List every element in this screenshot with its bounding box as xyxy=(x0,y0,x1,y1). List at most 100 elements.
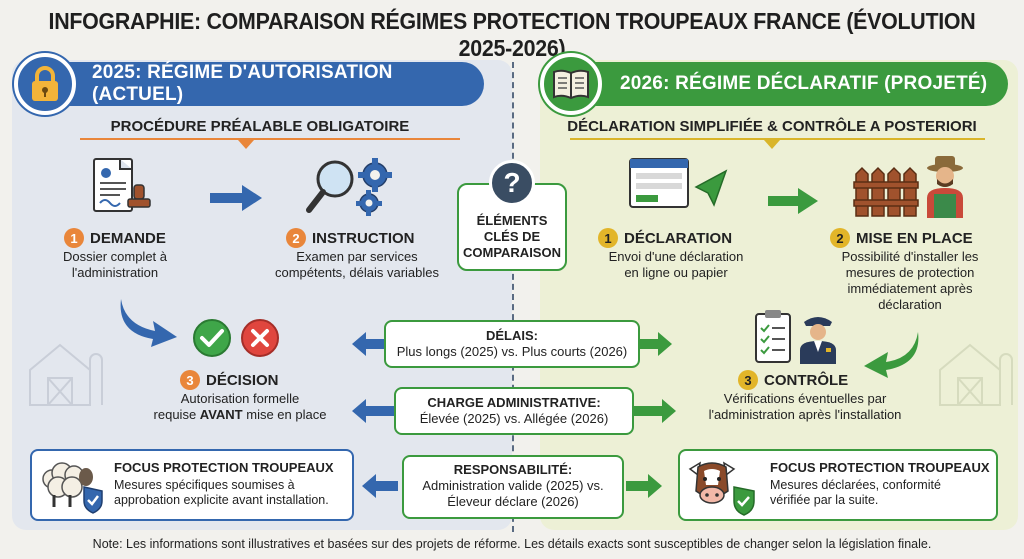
step-number: 1 xyxy=(598,228,618,248)
desc-line: Dossier complet à xyxy=(62,249,168,264)
comparison-charge: CHARGE ADMINISTRATIVE: Élevée (2025) vs.… xyxy=(394,387,634,435)
subtitle-underline xyxy=(80,138,460,140)
key-elements-label: ÉLÉMENTS CLÉS DE COMPARAISON xyxy=(457,213,567,261)
arrow-icon xyxy=(210,185,262,211)
desc-fragment: mise en place xyxy=(242,407,327,422)
step-instruction: 2 INSTRUCTION xyxy=(286,228,415,248)
arrow-icon xyxy=(352,399,394,423)
step-declaration: 1 DÉCLARATION xyxy=(598,228,732,248)
step-mise-en-place: 2 MISE EN PLACE xyxy=(830,228,973,248)
step-mise-en-place-desc: Possibilité d'installer les mesures de p… xyxy=(810,249,1010,313)
page-title: INFOGRAPHIE: COMPARAISON RÉGIMES PROTECT… xyxy=(48,8,976,61)
desc-line: déclaration xyxy=(878,297,942,312)
subtitle-underline xyxy=(570,138,985,140)
fence-icon xyxy=(853,156,963,218)
barn-icon xyxy=(29,343,103,406)
arrow-icon xyxy=(768,188,818,214)
desc-line: l'administration après l'installation xyxy=(708,407,902,422)
cow-shield-icon xyxy=(688,461,755,516)
footnote: Note: Les informations sont illustrative… xyxy=(92,537,932,551)
cross-icon xyxy=(241,319,279,357)
desc-line: requise AVANT mise en place xyxy=(140,407,340,423)
comparison-label: RESPONSABILITÉ: xyxy=(453,462,573,477)
desc-fragment: requise xyxy=(153,407,200,422)
desc-line: Vérifications éventuelles par xyxy=(723,391,887,406)
focus-line: Mesures spécifiques soumises à xyxy=(114,478,295,492)
step-demande: 1 DEMANDE xyxy=(64,228,166,248)
focus-line: vérifiée par la suite. xyxy=(770,493,879,507)
farmer-icon xyxy=(927,156,963,218)
focus-line: approbation explicite avant installation… xyxy=(114,493,329,507)
comparison-text: Administration valide (2025) vs. xyxy=(422,478,604,493)
lock-icon xyxy=(32,66,58,101)
step-title: INSTRUCTION xyxy=(312,229,415,247)
header-2026: 2026: RÉGIME DÉCLARATIF (PROJETÉ) xyxy=(542,62,1008,106)
step-number: 2 xyxy=(286,228,306,248)
desc-emphasis: AVANT xyxy=(199,407,243,422)
web-form-icon xyxy=(629,158,728,208)
desc-line: en ligne ou papier xyxy=(624,265,728,280)
step-declaration-desc: Envoi d'une déclaration en ligne ou papi… xyxy=(596,249,756,281)
step-demande-desc: Dossier complet à l'administration xyxy=(40,249,190,281)
center-divider xyxy=(512,62,514,532)
comparison-text: Plus longs (2025) vs. Plus courts (2026) xyxy=(396,344,628,359)
arrow-icon xyxy=(634,399,676,423)
document-stamp-icon xyxy=(93,158,151,212)
step-number: 3 xyxy=(738,370,758,390)
desc-line: l'administration xyxy=(71,265,159,280)
step-decision-desc: Autorisation formelle requise AVANT mise… xyxy=(140,391,340,423)
comparison-delais: DÉLAIS: Plus longs (2025) vs. Plus court… xyxy=(384,320,640,368)
focus-text: Mesures spécifiques soumises à approbati… xyxy=(114,478,350,508)
header-2025-label: 2025: RÉGIME D'AUTORISATION (ACTUEL) xyxy=(92,62,393,105)
step-decision: 3 DÉCISION xyxy=(180,370,279,390)
step-title: MISE EN PLACE xyxy=(856,229,973,247)
focus-line: Mesures déclarées, conformité xyxy=(770,478,941,492)
desc-line: Examen par services xyxy=(296,249,418,264)
subtitle-pointer xyxy=(764,140,780,149)
arrow-icon xyxy=(640,332,672,356)
clipboard-icon xyxy=(755,310,836,364)
subtitle-2025: PROCÉDURE PRÉALABLE OBLIGATOIRE xyxy=(110,118,410,135)
desc-line: immédiatement après xyxy=(847,281,973,296)
header-2026-label: 2026: RÉGIME DÉCLARATIF (PROJETÉ) xyxy=(620,73,988,94)
desc-line: compétents, délais variables xyxy=(274,265,440,280)
book-icon xyxy=(553,69,589,100)
focus-box-2026 xyxy=(678,449,998,521)
inspector-icon xyxy=(800,317,836,364)
magnifier-gears-icon xyxy=(306,158,392,216)
desc-line: Envoi d'une déclaration xyxy=(608,249,744,264)
arrow-icon xyxy=(626,474,662,498)
sheep-shield-icon xyxy=(42,462,103,514)
focus-title: FOCUS PROTECTION TROUPEAUX xyxy=(770,460,990,475)
focus-title: FOCUS PROTECTION TROUPEAUX xyxy=(114,460,334,475)
step-controle-desc: Vérifications éventuelles par l'administ… xyxy=(680,391,930,423)
arrow-icon xyxy=(120,299,177,347)
desc-line: Possibilité d'installer les xyxy=(841,249,979,264)
arrow-icon xyxy=(352,332,384,356)
step-number: 1 xyxy=(64,228,84,248)
step-instruction-desc: Examen par services compétents, délais v… xyxy=(262,249,452,281)
comparison-text: Éleveur déclare (2026) xyxy=(447,494,579,509)
step-title: DÉCLARATION xyxy=(624,229,733,247)
comparison-responsabilite: RESPONSABILITÉ: Administration valide (2… xyxy=(402,455,624,519)
header-2025: 2025: RÉGIME D'AUTORISATION (ACTUEL) xyxy=(14,62,484,106)
step-title: DÉCISION xyxy=(206,371,279,389)
arrow-icon xyxy=(362,474,398,498)
comparison-label: DÉLAIS: xyxy=(486,328,538,343)
question-icon: ? xyxy=(489,160,535,206)
center-line: COMPARAISON xyxy=(463,245,561,260)
focus-text: Mesures déclarées, conformité vérifiée p… xyxy=(770,478,990,508)
step-controle: 3 CONTRÔLE xyxy=(738,370,848,390)
comparison-text: Élevée (2025) vs. Allégée (2026) xyxy=(419,411,609,426)
barn-icon xyxy=(939,343,1013,406)
center-line: ÉLÉMENTS xyxy=(476,213,548,228)
step-title: CONTRÔLE xyxy=(764,371,849,389)
subtitle-2026: DÉCLARATION SIMPLIFIÉE & CONTRÔLE A POST… xyxy=(567,118,977,135)
book-badge xyxy=(540,53,602,115)
desc-line: mesures de protection xyxy=(845,265,975,280)
send-icon xyxy=(694,169,728,207)
lock-badge xyxy=(14,53,76,115)
step-number: 3 xyxy=(180,370,200,390)
step-title: DEMANDE xyxy=(90,229,166,247)
